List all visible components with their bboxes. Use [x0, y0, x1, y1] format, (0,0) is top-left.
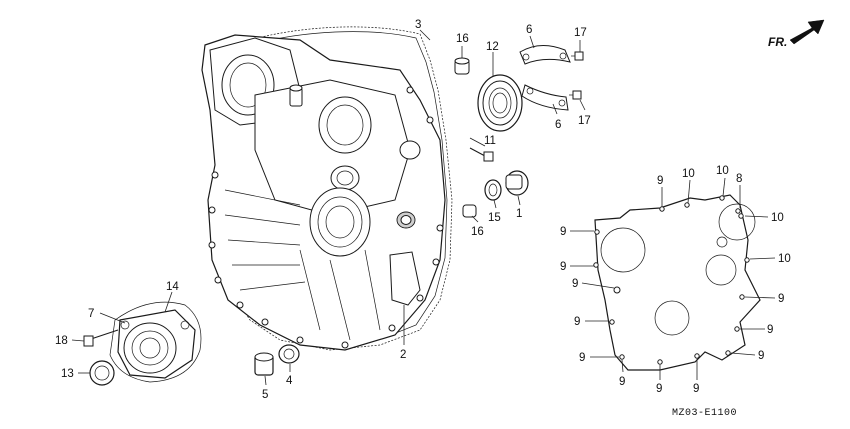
slave-cylinder-part-14 — [109, 301, 202, 383]
callout-1: 1 — [516, 208, 522, 220]
callout-14: 14 — [166, 281, 179, 293]
bolt-part-11 — [469, 147, 494, 162]
callout-10-a: 10 — [682, 168, 695, 180]
leader-lines — [71, 29, 776, 386]
callout-2: 2 — [400, 349, 406, 361]
callout-9-e: 9 — [574, 316, 580, 328]
callout-7: 7 — [88, 308, 94, 320]
callout-9-c: 9 — [560, 261, 566, 273]
callout-17-upper: 17 — [574, 27, 587, 39]
callout-9-l: 9 — [778, 293, 784, 305]
callout-12: 12 — [486, 41, 499, 53]
callout-3: 3 — [415, 19, 421, 31]
callout-15: 15 — [488, 212, 501, 224]
drawing-code: MZ03-E1100 — [672, 408, 737, 419]
plug-part-1 — [505, 170, 529, 196]
cover-gasket-outline — [593, 194, 761, 371]
callout-13: 13 — [61, 368, 74, 380]
bolt-part-17-upper — [571, 51, 584, 61]
bearing-part-12 — [477, 74, 523, 132]
callout-10-b: 10 — [716, 165, 729, 177]
callout-6-lower: 6 — [555, 119, 561, 131]
callout-17-lower: 17 — [578, 115, 591, 127]
transmission-case-part-2 — [201, 34, 446, 351]
callout-8: 8 — [736, 173, 742, 185]
callout-4: 4 — [286, 375, 293, 387]
bolt-part-17-lower — [569, 90, 582, 100]
callout-6-upper: 6 — [526, 24, 532, 36]
front-direction-arrow: FR. — [768, 19, 825, 49]
callout-9-a: 9 — [657, 175, 663, 187]
callout-9-h: 9 — [656, 383, 662, 395]
seal-part-13 — [89, 360, 115, 386]
set-plate-part-6-lower — [521, 84, 569, 111]
dowel-pin-part-16-lower — [462, 204, 477, 218]
callout-10-c: 10 — [771, 212, 784, 224]
direction-label: FR. — [768, 35, 787, 49]
callout-labels: 3 16 12 6 17 6 17 11 15 1 16 2 4 5 14 7 … — [55, 19, 791, 419]
callout-9-f: 9 — [579, 352, 585, 364]
callout-9-j: 9 — [758, 350, 764, 362]
o-ring-part-4 — [278, 344, 300, 364]
callout-9-i: 9 — [693, 383, 699, 395]
dowel-pin-part-16-upper — [454, 57, 470, 75]
callout-16-lower: 16 — [471, 226, 484, 238]
callout-9-g: 9 — [619, 376, 625, 388]
callout-9-k: 9 — [767, 324, 773, 336]
callout-16-upper: 16 — [456, 33, 469, 45]
callout-10-d: 10 — [778, 253, 791, 265]
oil-seal-part-15 — [484, 179, 502, 201]
callout-5: 5 — [262, 389, 268, 401]
plug-part-5 — [254, 352, 274, 376]
callout-9-b: 9 — [560, 226, 566, 238]
set-plate-part-6-upper — [519, 45, 571, 65]
callout-18: 18 — [55, 335, 68, 347]
callout-11: 11 — [484, 135, 496, 147]
callout-9-d: 9 — [572, 278, 578, 290]
